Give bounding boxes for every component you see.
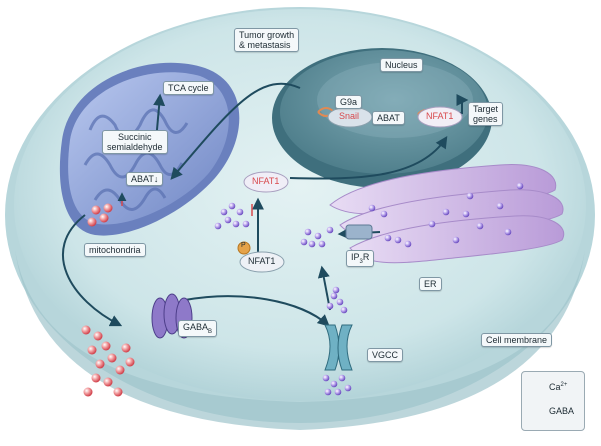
mitochondria-cristae	[83, 108, 189, 211]
calcium-ion	[384, 234, 392, 242]
label-gaba-b: GABAB	[178, 320, 218, 337]
calcium-ion	[324, 388, 332, 396]
calcium-ion	[326, 302, 334, 310]
gaba-molecule	[103, 203, 113, 213]
gaba-molecule	[103, 377, 113, 387]
gaba-molecule	[107, 353, 117, 363]
legend-ca-label: Ca2+	[549, 382, 567, 392]
calcium-ion	[232, 220, 240, 228]
label-phospho: P	[241, 242, 246, 249]
ip3r-tail: R	[362, 252, 370, 262]
calcium-ion	[314, 232, 322, 240]
calcium-ion	[380, 210, 388, 218]
calcium-ion	[336, 298, 344, 306]
gaba-molecule	[115, 365, 125, 375]
label-g9a: G9a	[335, 95, 363, 109]
calcium-ion	[504, 228, 512, 236]
gaba-molecule	[93, 331, 103, 341]
ip3r-subscript: 3	[359, 258, 363, 265]
nfat1-phospho-protein	[239, 251, 285, 273]
calcium-ion	[452, 236, 460, 244]
nfat1-nucleus-blob	[417, 106, 463, 128]
calcium-particles	[214, 182, 524, 396]
vgcc-channel	[324, 324, 353, 371]
cell-lower-rim	[15, 250, 585, 430]
ip3r-main: IP	[351, 252, 360, 262]
gaba-molecule	[101, 341, 111, 351]
calcium-ion	[318, 240, 326, 248]
label-succinic-semialdehyde: Succinic semialdehyde	[102, 130, 168, 154]
calcium-ion	[338, 374, 346, 382]
gaba-molecule	[83, 387, 93, 397]
gaba-molecule	[81, 325, 91, 335]
calcium-ion	[476, 222, 484, 230]
calcium-ion	[496, 202, 504, 210]
calcium-ion	[516, 182, 524, 190]
calcium-ion	[404, 240, 412, 248]
gaba-b-main: GABA	[183, 322, 209, 332]
calcium-ion	[242, 220, 250, 228]
label-vgcc: VGCC	[367, 348, 404, 362]
calcium-ion	[332, 286, 340, 294]
calcium-ion	[304, 228, 312, 236]
nfat1-cytoplasm-protein	[243, 171, 289, 193]
calcium-ion	[466, 192, 474, 200]
label-mitochondria: mitochondria	[84, 243, 146, 257]
ip3r-channel	[345, 224, 373, 240]
gaba-b-subscript: B	[208, 328, 213, 335]
calcium-ion	[300, 238, 308, 246]
calcium-ion	[330, 292, 338, 300]
calcium-ion	[228, 202, 236, 210]
label-nfat1-nucleus: NFAT1	[426, 111, 454, 121]
gaba-molecule	[87, 345, 97, 355]
gaba-molecule	[91, 373, 101, 383]
calcium-ion	[214, 222, 222, 230]
legend	[521, 371, 585, 431]
gaba-particles	[81, 203, 135, 397]
label-nfat1-cytoplasm: NFAT1	[252, 176, 280, 186]
gaba-molecule	[87, 217, 97, 227]
gaba-molecule	[95, 359, 105, 369]
label-target-genes: Target genes	[468, 102, 504, 126]
legend-ca-sup: 2+	[560, 382, 568, 388]
label-ip3r: IP3R	[346, 250, 375, 267]
label-abat-down: ABAT↓	[126, 172, 164, 186]
label-nfat1-phospho: NFAT1	[248, 256, 276, 266]
calcium-ion	[340, 306, 348, 314]
calcium-ion	[344, 384, 352, 392]
calcium-ion	[236, 208, 244, 216]
calcium-ion	[330, 380, 338, 388]
gaba-molecule	[91, 205, 101, 215]
label-tumor-growth: Tumor growth & metastasis	[234, 28, 300, 52]
calcium-ion	[394, 236, 402, 244]
calcium-ion	[220, 208, 228, 216]
signaling-arrows	[61, 82, 448, 327]
calcium-ion	[224, 216, 232, 224]
calcium-ion	[326, 226, 334, 234]
label-er: ER	[419, 277, 442, 291]
gaba-molecule	[125, 357, 135, 367]
legend-gaba-label: GABA	[549, 406, 575, 416]
label-nucleus: Nucleus	[380, 58, 423, 72]
legend-ca-text: Ca	[549, 382, 561, 392]
calcium-ion	[322, 374, 330, 382]
calcium-ion	[368, 204, 376, 212]
gaba-molecule	[99, 213, 109, 223]
calcium-ion	[462, 210, 470, 218]
gaba-molecule	[113, 387, 123, 397]
calcium-ion	[442, 208, 450, 216]
calcium-ion	[428, 220, 436, 228]
label-tca-cycle: TCA cycle	[163, 81, 214, 95]
label-snail: Snail	[339, 111, 360, 121]
calcium-ion	[308, 240, 316, 248]
er-shape	[329, 164, 565, 264]
gaba-molecule	[121, 343, 131, 353]
phospho-group	[237, 241, 251, 255]
label-cell-membrane: Cell membrane	[481, 333, 553, 347]
label-abat: ABAT	[372, 111, 405, 125]
calcium-ion	[334, 388, 342, 396]
